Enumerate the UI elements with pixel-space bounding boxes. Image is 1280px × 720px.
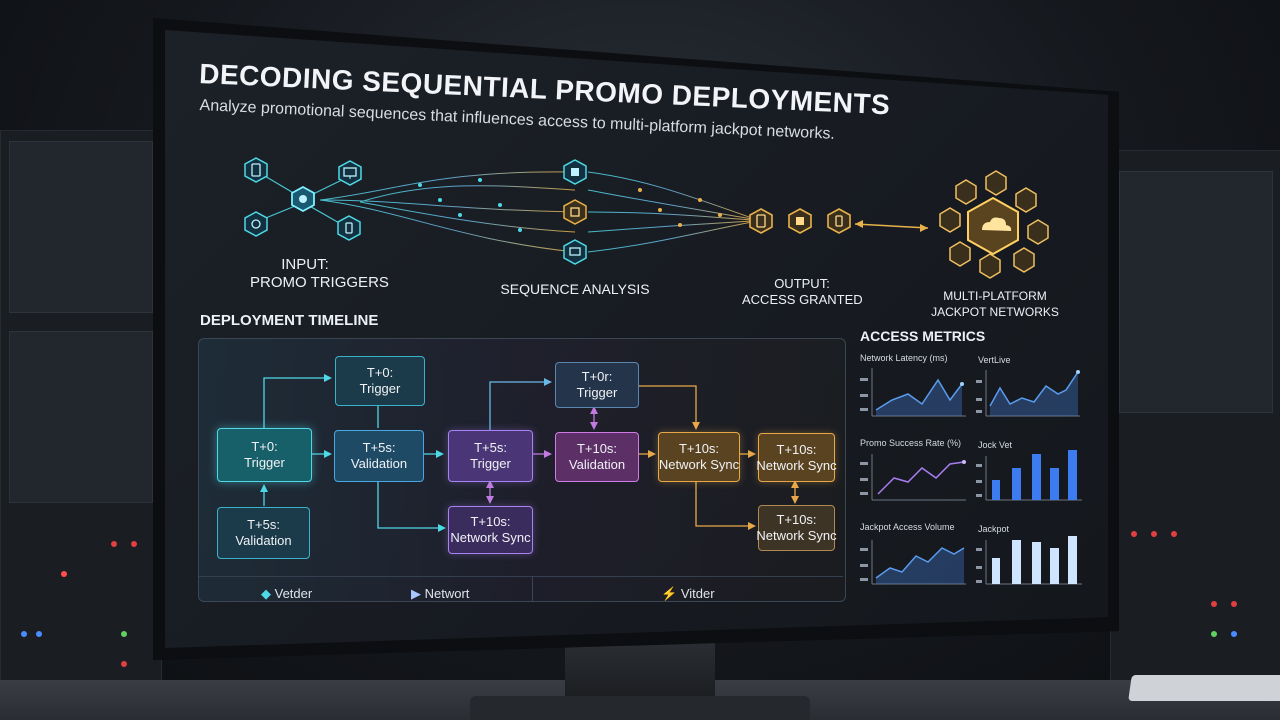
status-led	[131, 541, 137, 547]
chart-jackpot-volume	[875, 547, 965, 584]
hub-icon	[291, 186, 315, 212]
chart-jockvet-bars	[992, 450, 1077, 500]
status-led	[1171, 531, 1177, 537]
output-label: OUTPUT:ACCESS GRANTED	[742, 276, 863, 307]
box-icon	[563, 199, 587, 225]
hex-node	[939, 207, 961, 233]
bolt-icon: ⚡	[661, 586, 678, 601]
jackpot-network-cluster	[939, 170, 1049, 279]
chart-promo-success	[877, 460, 966, 495]
phone-icon	[749, 208, 773, 234]
legend-item[interactable]: ◆ Vetder	[261, 586, 312, 602]
status-led	[121, 661, 127, 667]
analysis-dots	[418, 178, 522, 232]
hex-node	[1013, 247, 1035, 273]
arrow-head	[920, 224, 928, 232]
monitor-stand	[565, 640, 715, 700]
hex-node	[985, 170, 1007, 196]
status-led	[1231, 631, 1237, 637]
connector	[377, 482, 444, 529]
rack-screen	[1119, 171, 1273, 413]
arrow-head	[855, 220, 863, 228]
analysis-label: SEQUENCE ANALYSIS	[500, 281, 650, 297]
connector	[638, 385, 697, 428]
cube-icon	[563, 159, 587, 185]
rack-screen	[9, 141, 153, 313]
timeline-node[interactable]: T+0r:Trigger	[555, 362, 639, 408]
timeline-node[interactable]: T+5s:Validation	[217, 507, 310, 559]
hex-node	[955, 179, 977, 205]
timeline-node[interactable]: T+10s:Network Sync	[756, 433, 837, 482]
phone-icon	[244, 157, 268, 183]
rack-screen	[9, 331, 153, 503]
analysis-links	[319, 171, 753, 253]
chart-vertlive	[989, 370, 1080, 416]
monitor-icon	[338, 160, 362, 186]
monitor-base	[470, 696, 810, 720]
status-led	[1131, 531, 1137, 537]
metric-panel-title: Promo Success Rate (%)	[860, 438, 962, 448]
status-led	[1231, 601, 1237, 607]
timeline-node[interactable]: T+10s:Network Sync	[756, 505, 837, 551]
network-link	[854, 223, 929, 229]
status-led	[111, 541, 117, 547]
metric-panel-title: Network Latency (ms)	[860, 353, 948, 363]
legend-label: Vitder	[680, 586, 715, 601]
status-led	[61, 571, 67, 577]
status-led	[1151, 531, 1157, 537]
chart-jackpot-bars	[992, 536, 1077, 584]
divider	[532, 577, 533, 601]
status-led	[21, 631, 27, 637]
play-icon: ▶	[411, 586, 421, 601]
hex-node	[1015, 187, 1037, 213]
connector	[263, 377, 330, 428]
arrowheads	[260, 374, 799, 532]
timeline-node[interactable]: T+0:Trigger	[335, 356, 425, 406]
hex-node	[979, 253, 1001, 279]
server-rack-right	[1110, 150, 1280, 692]
timeline-title: DEPLOYMENT TIMELINE	[200, 312, 379, 329]
shield-icon: ◆	[261, 586, 271, 601]
timeline-node[interactable]: T+10s:Network Sync	[448, 506, 533, 554]
cube-icon	[788, 208, 812, 234]
timeline-node[interactable]: T+10s:Validation	[555, 432, 639, 482]
server-rack-left	[0, 130, 162, 692]
legend-item[interactable]: ⚡ Vitder	[661, 586, 715, 602]
status-led	[36, 631, 42, 637]
metric-panel-title: Jock Vet	[978, 440, 1013, 450]
timeline-node[interactable]: T+0:Trigger	[217, 428, 312, 482]
axis-ticks	[860, 378, 982, 583]
cloud-icon	[982, 217, 1012, 231]
token-icon	[244, 211, 268, 237]
status-led	[1211, 601, 1217, 607]
chart-latency	[875, 378, 964, 416]
status-led	[1211, 631, 1217, 637]
timeline-legend: ◆ Vetder ▶ Networt ⚡ Vitder	[199, 576, 843, 601]
hex-node	[1027, 219, 1049, 245]
legend-label: Networt	[424, 586, 470, 601]
timeline-node[interactable]: T+5s:Validation	[334, 430, 424, 482]
output-dots	[638, 188, 722, 227]
status-led	[121, 631, 127, 637]
input-label: INPUT:PROMO TRIGGERS	[250, 256, 389, 291]
metric-panel-title: Jackpot	[978, 524, 1010, 534]
tablet-icon	[337, 215, 361, 241]
timeline-node[interactable]: T+10s:Network Sync	[658, 432, 740, 482]
metric-panel-title: Jackpot Access Volume	[860, 522, 955, 532]
metrics-title: ACCESS METRICS	[860, 328, 986, 344]
tablet-icon	[827, 208, 851, 234]
connector	[489, 381, 550, 430]
monitor-screen	[165, 30, 1108, 648]
connector	[695, 482, 754, 527]
metrics-charts	[860, 368, 1082, 585]
legend-label: Vetder	[274, 586, 313, 601]
legend-item[interactable]: ▶ Networt	[411, 586, 469, 602]
metric-panel-title: VertLive	[978, 355, 1011, 365]
timeline-node[interactable]: T+5s:Trigger	[448, 430, 533, 482]
display-icon	[563, 239, 587, 265]
hex-node	[949, 241, 971, 267]
